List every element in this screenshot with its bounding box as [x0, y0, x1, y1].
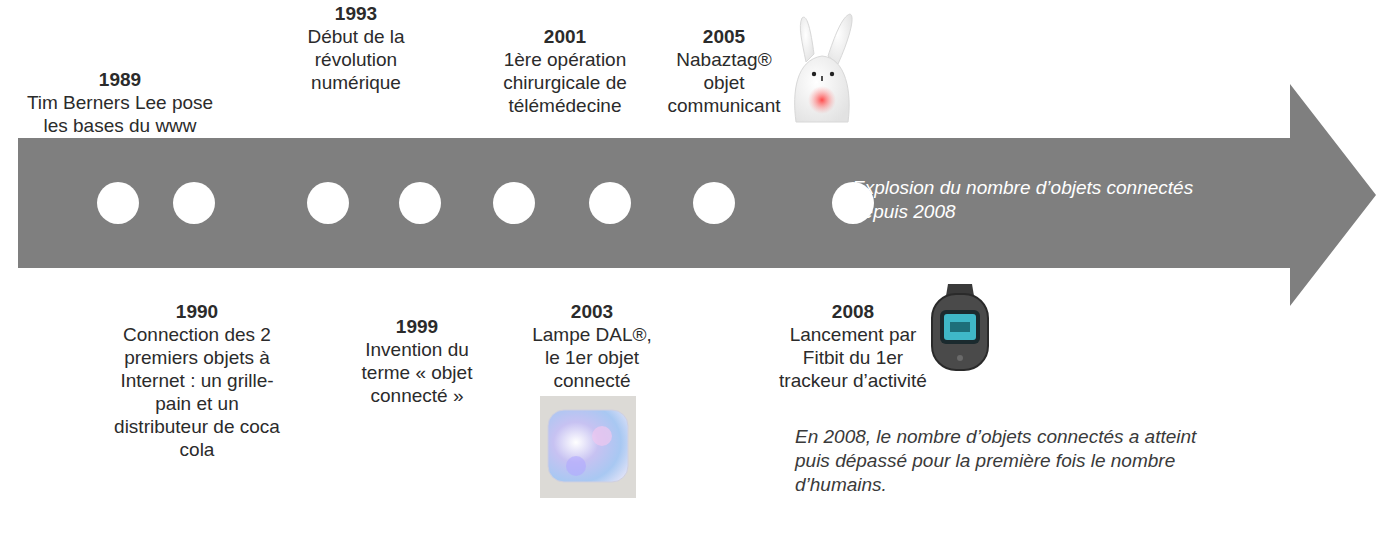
year-label: 1989 [60, 68, 180, 91]
event-text: Connection des 2 premiers objets à Inter… [107, 323, 287, 461]
year-label: 1993 [296, 2, 416, 25]
year-label: 1990 [137, 300, 257, 323]
event-text: Tim Berners Lee pose les bases du www [20, 91, 220, 137]
note-text: En 2008, le nombre d’objets connectés a … [795, 425, 1215, 497]
nabaztag-illustration [788, 12, 858, 128]
year-label: 2003 [532, 300, 652, 323]
arrow-polygon [18, 84, 1376, 306]
event-text: 1ère opération chirurgicale de télémédec… [480, 48, 650, 117]
year-label: 2005 [664, 25, 784, 48]
timeline-dot [493, 182, 535, 224]
timeline-arrow: Explosion du nombre d’objets connectés d… [18, 84, 1380, 306]
timeline-dot [589, 182, 631, 224]
fitbit-illustration [928, 282, 992, 374]
year-label: 2008 [793, 300, 913, 323]
timeline-dot [693, 182, 735, 224]
event-text: Invention du terme « objet connecté » [357, 338, 477, 407]
event-text: Début de la révolution numérique [301, 25, 411, 94]
event-text: Lampe DAL®, le 1er objet connecté [531, 323, 653, 392]
timeline-dot [173, 182, 215, 224]
timeline-dot [307, 182, 349, 224]
timeline-dot [399, 182, 441, 224]
event-text: Lancement par Fitbit du 1er trackeur d’a… [778, 323, 928, 392]
dal-lamp-illustration [540, 396, 636, 498]
event-text: Nabaztag® objet communicant [659, 48, 789, 117]
band-caption: Explosion du nombre d’objets connectés d… [852, 176, 1252, 224]
year-label: 1999 [357, 315, 477, 338]
timeline-dot [97, 182, 139, 224]
year-label: 2001 [505, 25, 625, 48]
